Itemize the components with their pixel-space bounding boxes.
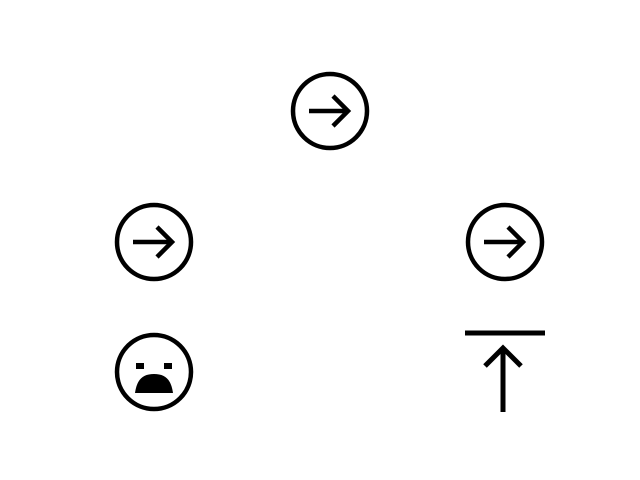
face-frown-open-graphic bbox=[114, 332, 194, 412]
arrow-right-circle-graphic bbox=[114, 202, 194, 282]
arrow-right-circle-icon[interactable] bbox=[465, 202, 545, 282]
arrow-right-circle-graphic bbox=[465, 202, 545, 282]
arrow-right-circle-icon[interactable] bbox=[290, 71, 370, 151]
face-frown-open-icon[interactable] bbox=[114, 332, 194, 412]
arrow-right-circle-graphic bbox=[290, 71, 370, 151]
arrow-up-to-line-icon[interactable] bbox=[463, 328, 547, 414]
arrow-up-to-line-graphic bbox=[465, 330, 545, 412]
arrow-right-circle-icon[interactable] bbox=[114, 202, 194, 282]
